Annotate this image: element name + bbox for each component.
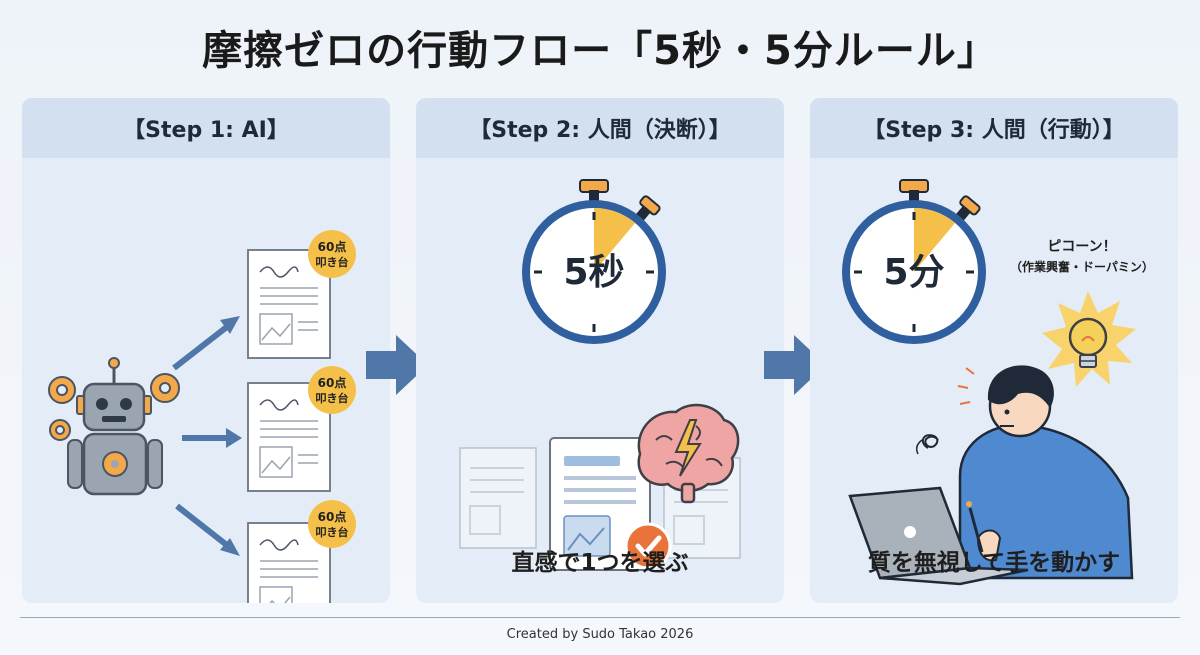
footer-divider [20,617,1180,618]
step-1-panel: 【Step 1: AI】 [22,98,390,603]
step-1-header: 【Step 1: AI】 [22,98,390,158]
arrow-icon [175,503,240,556]
robot-icon [67,357,163,496]
svg-text:叩き台: 叩き台 [316,255,349,269]
flow-arrow-icon [366,335,428,395]
page-title: 摩擦ゼロの行動フロー「5秒・5分ルール」 [202,28,998,74]
score-badge: 60点 叩き台 [308,500,356,548]
score-badge: 60点 叩き台 [308,366,356,414]
step-2-caption: 直感で1つを選ぶ [511,550,689,576]
step-3-body: ピコーン！ （作業興奮・ドーパミン） [810,158,1178,603]
check-icon [624,522,672,570]
svg-text:60点: 60点 [318,375,347,390]
brain-icon [637,403,740,504]
gear-icon [48,376,76,404]
svg-text:60点: 60点 [318,239,347,254]
arrow-icon [182,428,242,448]
footer-credit: Created by Sudo Takao 2026 [506,627,694,642]
timer-label: 5分 [883,252,944,293]
svg-text:60点: 60点 [318,509,347,524]
step-3-panel: 【Step 3: 人間（行動）】 ピコーン！ （作業興奮・ドーパミン） [810,98,1178,603]
pen-icon [966,501,1002,562]
score-badge: 60点 叩き台 [308,230,356,278]
flow-arrow-icon [764,335,826,395]
step-3-header: 【Step 3: 人間（行動）】 [810,98,1178,158]
stopwatch-icon: 5分 [842,179,986,344]
step-2-panel: 【Step 2: 人間（決断）】 5秒 [416,98,784,603]
step-2-header: 【Step 2: 人間（決断）】 [416,98,784,158]
gear-icon [150,373,180,403]
gear-icon [49,419,71,441]
exclaim-text: ピコーン！ （作業興奮・ドーパミン） [982,236,1178,275]
person-icon [915,365,1134,580]
step-1-body: 60点 叩き台 60点 叩き台 60点 叩き台 [22,158,390,603]
svg-text:叩き台: 叩き台 [316,525,349,539]
exclaim-line-2: （作業興奮・ドーパミン） [1010,260,1154,274]
arrow-icon [172,316,240,371]
step-3-caption: 質を無視して手を動かす [867,550,1121,576]
laptop-icon [848,486,1029,586]
exclaim-line-1: ピコーン！ [1047,239,1117,255]
svg-text:叩き台: 叩き台 [316,391,349,405]
faded-document-icon [459,447,537,549]
step-2-illustration: 5秒 [459,179,741,571]
step-3-illustration: 5分 [842,179,1136,586]
lightbulb-icon [1042,291,1136,387]
timer-label: 5秒 [563,252,624,293]
selected-document-icon [549,437,651,571]
step-2-body: 5秒 [416,158,784,603]
stopwatch-icon: 5秒 [522,179,666,344]
step-1-illustration: 60点 叩き台 60点 叩き台 60点 叩き台 [48,230,356,603]
